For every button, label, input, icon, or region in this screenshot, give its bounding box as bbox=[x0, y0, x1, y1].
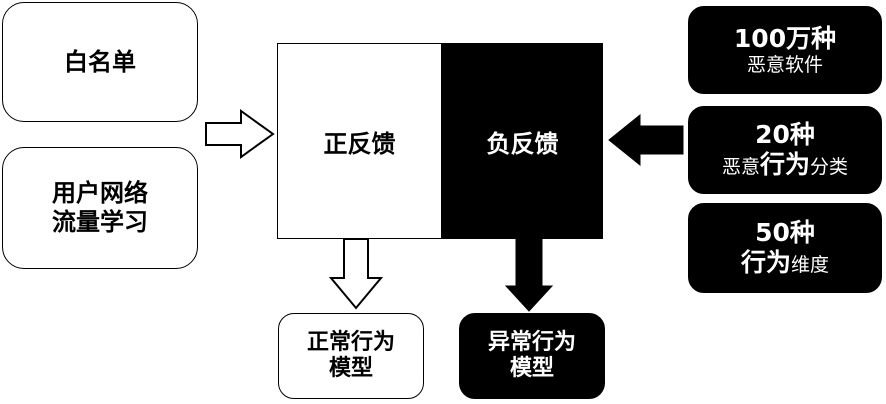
dimension-description: 行为维度 bbox=[741, 248, 829, 278]
negative-feedback-label: 负反馈 bbox=[486, 129, 559, 158]
solid-down-arrow bbox=[504, 237, 554, 312]
negative-feedback-block: 负反馈 bbox=[442, 43, 603, 239]
abnormal-behavior-model-box: 异常行为 模型 bbox=[459, 313, 605, 399]
normal-behavior-model-box: 正常行为 模型 bbox=[278, 313, 424, 399]
traffic-label-line2: 流量学习 bbox=[52, 208, 148, 236]
abnormal-model-line2: 模型 bbox=[509, 356, 554, 381]
dimension-bold: 行为 bbox=[740, 248, 791, 277]
behavior-categories-box: 20种 恶意行为分类 bbox=[688, 106, 882, 194]
hollow-right-arrow bbox=[205, 109, 275, 159]
dimension-count: 50种 bbox=[755, 218, 815, 247]
normal-model-line1: 正常行为 bbox=[306, 329, 395, 355]
traffic-label-line1: 用户网络 bbox=[52, 179, 148, 208]
hollow-down-arrow bbox=[328, 238, 384, 310]
normal-model-line2: 模型 bbox=[328, 356, 373, 381]
behavior-dimensions-box: 50种 行为维度 bbox=[688, 203, 882, 293]
traffic-learning-box: 用户网络 流量学习 bbox=[2, 147, 198, 269]
whitelist-label: 白名单 bbox=[64, 47, 136, 76]
malware-samples-box: 100万种 恶意软件 bbox=[688, 6, 882, 94]
malware-label: 恶意软件 bbox=[746, 53, 823, 76]
solid-left-arrow bbox=[608, 113, 684, 167]
malware-count: 100万种 bbox=[733, 23, 837, 53]
whitelist-box: 白名单 bbox=[2, 2, 198, 122]
positive-feedback-block: 正反馈 bbox=[277, 43, 442, 239]
positive-feedback-label: 正反馈 bbox=[323, 129, 396, 158]
abnormal-model-line1: 异常行为 bbox=[487, 329, 576, 355]
category-suffix: 分类 bbox=[810, 156, 849, 178]
category-count: 20种 bbox=[755, 120, 815, 149]
category-description: 恶意行为分类 bbox=[722, 150, 848, 180]
category-bold: 行为 bbox=[759, 150, 810, 179]
category-prefix: 恶意 bbox=[721, 156, 760, 178]
dimension-suffix: 维度 bbox=[791, 254, 830, 276]
